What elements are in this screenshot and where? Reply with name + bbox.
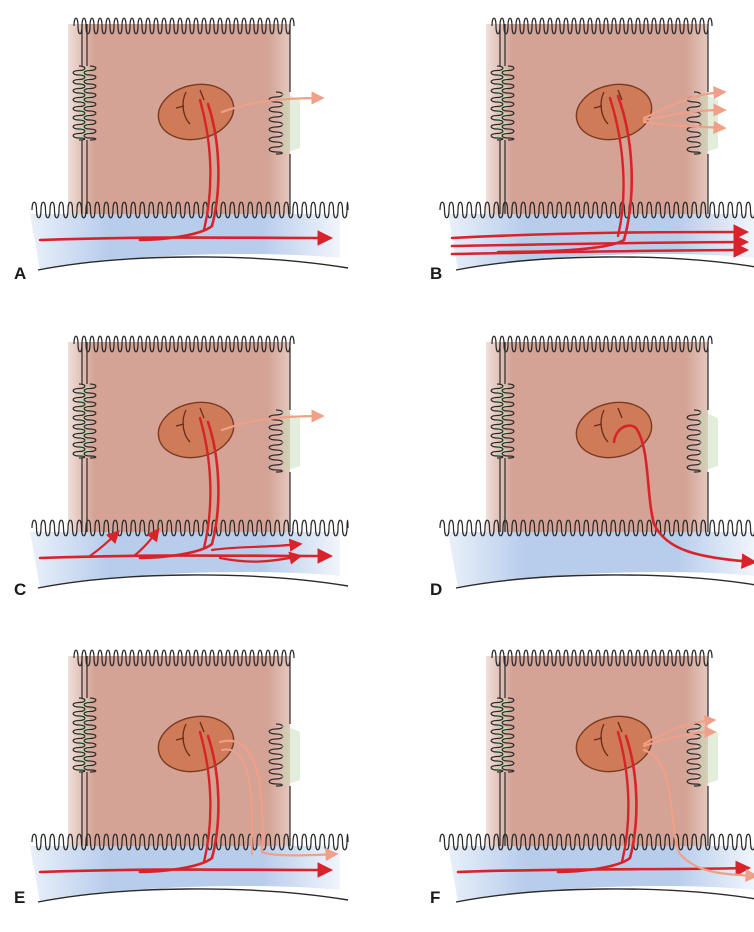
interstitial-space: [282, 92, 300, 154]
panel-label: F: [430, 888, 440, 908]
panel-illustration: [0, 0, 360, 300]
panel-illustration: [0, 318, 360, 618]
panel-c: [0, 318, 360, 618]
panel-illustration: [0, 632, 360, 932]
panel-d: [418, 318, 754, 618]
panel-label: E: [14, 888, 25, 908]
panel-e: [0, 632, 360, 932]
interstitial-space: [700, 410, 718, 472]
panel-label: D: [430, 580, 442, 600]
panel-illustration: [418, 318, 754, 618]
panel-label: C: [14, 580, 26, 600]
interstitial-space: [282, 410, 300, 472]
panel-a: [0, 0, 360, 300]
interstitial-space: [700, 92, 718, 154]
panel-f: [418, 632, 754, 932]
panel-label: B: [430, 264, 442, 284]
panel-illustration: [418, 632, 754, 932]
interstitial-space: [282, 724, 300, 786]
panel-illustration: [418, 0, 754, 300]
panel-label: A: [14, 264, 26, 284]
panel-b: [418, 0, 754, 300]
